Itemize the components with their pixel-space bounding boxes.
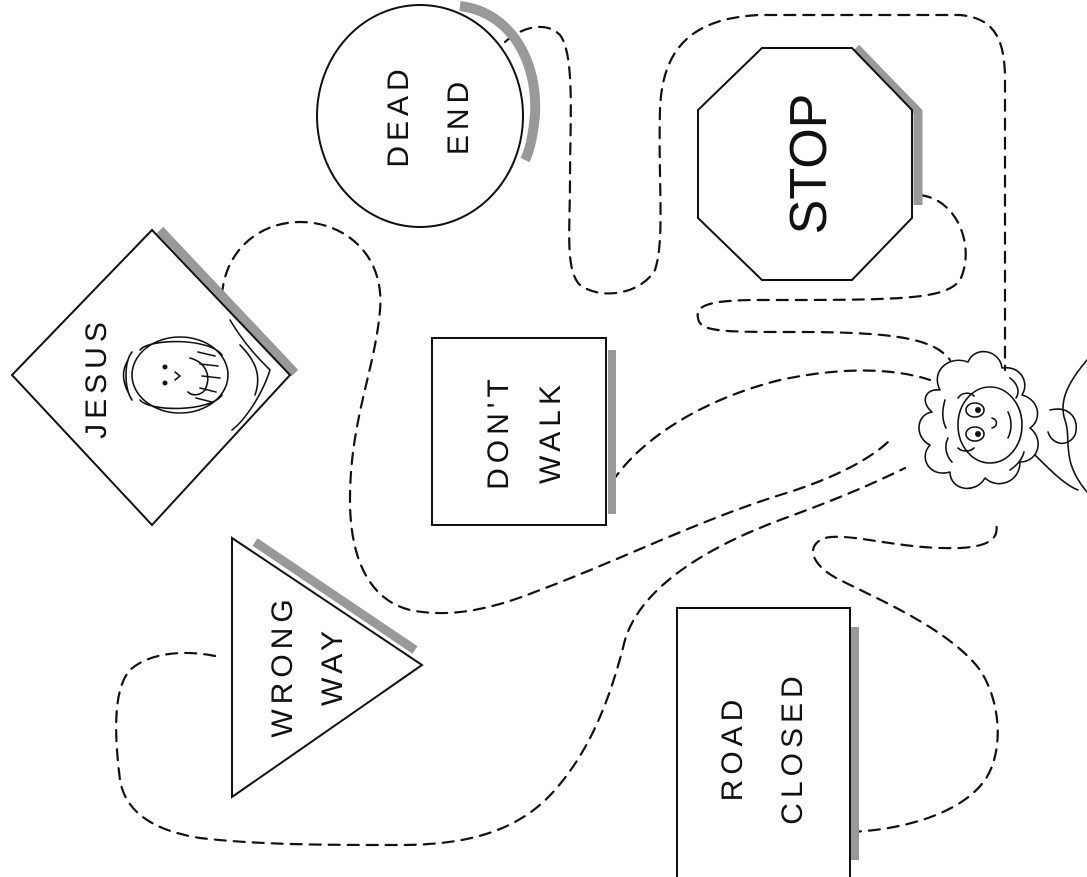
stop-shadow (852, 44, 923, 205)
wrong-way-shadow (252, 538, 418, 654)
jesus-sign[interactable]: JESUS (10, 226, 299, 527)
stop-sign[interactable]: STOP (697, 44, 923, 281)
stop-octagon (697, 47, 913, 281)
road-closed-rect (676, 607, 851, 877)
road-closed-line1: ROAD (716, 695, 749, 802)
dead-end-line1: DEAD (382, 64, 415, 167)
wrong-way-triangle (231, 536, 424, 799)
jesus-shadow (156, 226, 299, 377)
jesus-label: JESUS (80, 317, 113, 439)
path-dead-end[interactable] (503, 13, 1007, 372)
dead-end-sign[interactable]: DEAD END (316, 1, 541, 228)
wrong-way-line1: WRONG (266, 594, 299, 737)
dead-end-circle (316, 4, 524, 228)
dead-end-line2: END (442, 77, 475, 155)
dead-end-shadow (459, 1, 541, 163)
dont-walk-sign[interactable]: DON'T WALK (431, 337, 616, 526)
child-character-icon (918, 350, 1087, 493)
dont-walk-line2: WALK (534, 380, 567, 484)
road-closed-sign[interactable]: ROAD CLOSED (676, 607, 859, 877)
path-dont-walk[interactable] (610, 369, 932, 484)
stop-label: STOP (780, 94, 838, 235)
wrong-way-line2: WAY (316, 626, 349, 706)
path-stop[interactable] (696, 193, 967, 362)
wrong-way-sign[interactable]: WRONG WAY (231, 536, 424, 799)
path-wrong-way[interactable] (115, 466, 907, 847)
maze-paths (115, 13, 1007, 847)
dont-walk-rect (431, 337, 607, 526)
jesus-portrait-icon (122, 319, 271, 431)
road-closed-line2: CLOSED (776, 671, 809, 824)
dont-walk-line1: DON'T (482, 374, 515, 490)
jesus-diamond (10, 228, 292, 527)
path-road-closed[interactable] (812, 518, 999, 834)
